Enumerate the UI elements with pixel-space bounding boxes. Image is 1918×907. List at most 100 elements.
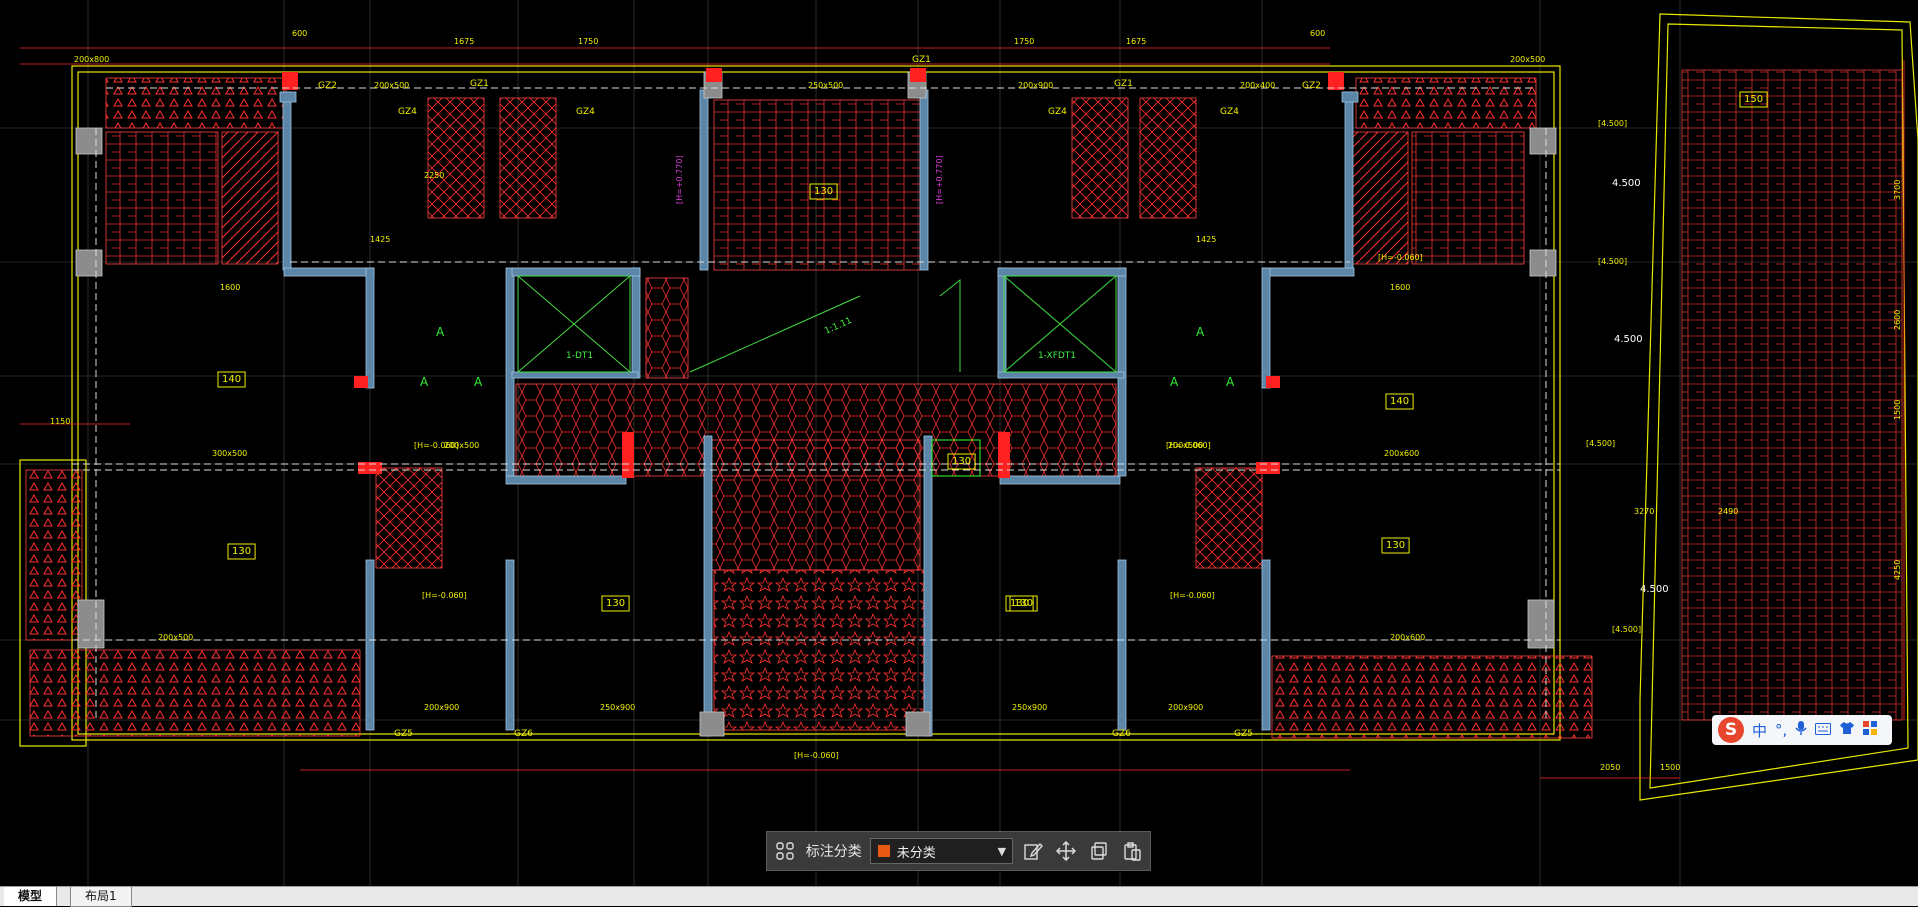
- level-label: [4.500]: [1586, 439, 1615, 448]
- dimension-label: 2600: [1893, 310, 1902, 330]
- dimension-label: 1425: [1196, 235, 1216, 244]
- move-icon[interactable]: [1054, 838, 1079, 864]
- dimension-label: 3270: [1634, 507, 1654, 516]
- level-label: [4.500]: [1598, 119, 1627, 128]
- section-mark: A: [436, 325, 445, 339]
- dimension-label: 3700: [1893, 180, 1902, 200]
- wall-label: GZ4: [1048, 107, 1067, 117]
- annotation-category-label: 标注分类: [805, 844, 862, 860]
- level-label: [H=-0.060]: [1166, 441, 1211, 450]
- tab-layout1[interactable]: 布局1: [70, 887, 132, 907]
- category-select-value: 未分类: [896, 845, 936, 861]
- ramp-label: 1:1.11: [823, 316, 853, 337]
- beam-label: 250x900: [1012, 703, 1047, 712]
- dimension-label: 1675: [454, 37, 474, 46]
- room-tag-box: [1381, 537, 1410, 554]
- annotation-toolbar: 标注分类 未分类 ▼: [766, 831, 1151, 871]
- hatch-zones: [25, 69, 1903, 739]
- beam-label: 200x500: [158, 633, 193, 642]
- ime-chinese-mode[interactable]: 中: [1752, 721, 1768, 740]
- keyboard-icon[interactable]: [1815, 721, 1832, 739]
- dimension-lines: [20, 47, 1905, 779]
- wall-label: GZ5: [1234, 729, 1253, 739]
- level-label: [H=-0.060]: [1378, 253, 1423, 262]
- ime-logo[interactable]: S: [1718, 717, 1744, 743]
- room-tag: 130: [1010, 598, 1029, 609]
- dimension-label: 1500: [1660, 763, 1680, 772]
- category-color-swatch: [876, 844, 891, 858]
- room-tag: 130: [814, 186, 833, 197]
- grid-icon[interactable]: [773, 838, 798, 864]
- beam-label: 200x500: [444, 441, 479, 450]
- beam-label: 200x500: [374, 81, 409, 90]
- room-tag-box: [1009, 595, 1038, 612]
- ime-toolbar: S 中 °,: [1712, 715, 1892, 745]
- beam-label: 250x500: [808, 81, 843, 90]
- wall-label: GZ4: [398, 107, 417, 117]
- wall-label: GZ5: [394, 729, 413, 739]
- toolbox-grid-icon[interactable]: [1863, 721, 1878, 739]
- level-label: [H=+0.770]: [935, 155, 944, 204]
- skin-icon[interactable]: [1839, 721, 1855, 739]
- dimension-label: 1150: [50, 417, 70, 426]
- level-label: [H=-0.060]: [422, 591, 467, 600]
- elevation-mark: 4.500: [1640, 584, 1669, 595]
- dimension-label: 1600: [1390, 283, 1410, 292]
- level-label: [H=-0.060]: [414, 441, 459, 450]
- section-mark: A: [1226, 375, 1235, 389]
- beam-label: 200x500: [1510, 55, 1545, 64]
- dimension-label: 600: [1310, 29, 1325, 38]
- dimension-label: 2050: [1600, 763, 1620, 772]
- room-tag-box: [1385, 393, 1414, 410]
- level-label: [H=-0.060]: [1170, 591, 1215, 600]
- ime-punctuation[interactable]: °,: [1775, 721, 1788, 739]
- room-tag: 130: [1386, 540, 1405, 551]
- tab-model[interactable]: 模型: [4, 887, 58, 906]
- red-markers: [282, 68, 1344, 478]
- elevation-mark: 4.500: [1614, 334, 1643, 345]
- section-mark: A: [420, 375, 429, 389]
- dimension-label: 1750: [578, 37, 598, 46]
- room-tag-box: [947, 453, 976, 470]
- layout-tabbar: 模型 布局1: [0, 886, 1918, 907]
- annotation-category-select[interactable]: 未分类 ▼: [869, 838, 1014, 864]
- wall-label: GZ2: [318, 81, 337, 91]
- beam-label: 200x800: [74, 55, 109, 64]
- section-mark: A: [1196, 325, 1205, 339]
- paste-icon[interactable]: [1119, 838, 1144, 864]
- wall-label: GZ6: [1112, 729, 1131, 739]
- room-tag-box: [217, 371, 246, 388]
- beam-label: 200x400: [1240, 81, 1275, 90]
- copy-icon[interactable]: [1087, 838, 1112, 864]
- beam-label: 200x500: [1168, 441, 1203, 450]
- dimension-label: 1500: [1893, 400, 1902, 420]
- wall-label: GZ1: [470, 79, 489, 89]
- stair-label: 1-DT1: [566, 351, 593, 361]
- dimension-label: 2490: [1718, 507, 1738, 516]
- dimension-label: 1600: [220, 283, 240, 292]
- dimension-label: 2250: [424, 171, 444, 180]
- dimension-label: 1675: [1126, 37, 1146, 46]
- beam-label: 250x900: [600, 703, 635, 712]
- room-tag: 130: [952, 456, 971, 467]
- wall-label: GZ6: [514, 729, 533, 739]
- dimension-label: 4250: [1893, 560, 1902, 580]
- microphone-icon[interactable]: [1795, 720, 1807, 740]
- beam-label: 200x900: [1168, 703, 1203, 712]
- level-label: [H=+0.770]: [675, 155, 684, 204]
- beam-label: 200x600: [1384, 449, 1419, 458]
- stair-shafts: [517, 275, 1117, 477]
- edit-icon[interactable]: [1021, 838, 1046, 864]
- room-tag: 140: [222, 374, 241, 385]
- elevation-mark: 4.500: [1612, 178, 1641, 189]
- beam-label: 200x900: [1018, 81, 1053, 90]
- dimension-label: 1750: [1014, 37, 1034, 46]
- stair-label: 1-XFDT1: [1038, 351, 1076, 361]
- columns: [75, 71, 1557, 737]
- section-mark: A: [1170, 375, 1179, 389]
- dimension-label: 1425: [370, 235, 390, 244]
- walls: [279, 89, 1359, 737]
- wall-label: GZ4: [1220, 107, 1239, 117]
- level-label: [4.500]: [1598, 257, 1627, 266]
